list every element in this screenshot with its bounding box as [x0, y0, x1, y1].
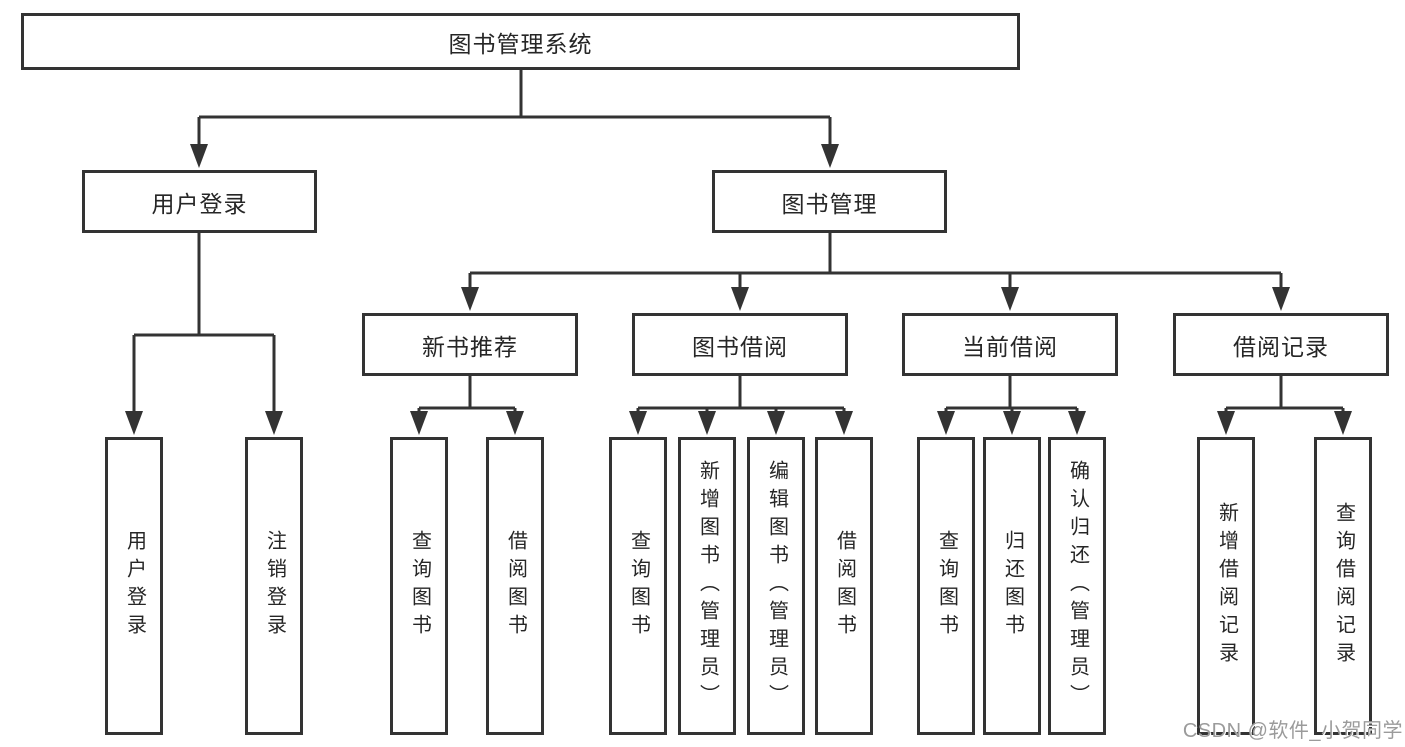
leaf-add-borrow-record: 新增借阅记录: [1197, 437, 1255, 735]
leaf-borrow-books: 借阅图书: [815, 437, 873, 735]
leaf-edit-books-admin: 编辑图书（管理员）: [747, 437, 805, 735]
leaf-logout: 注销登录: [245, 437, 303, 735]
leaf-label: 借阅图书: [833, 530, 856, 642]
leaf-return-books: 归还图书: [983, 437, 1041, 735]
node-label: 图书借阅: [692, 333, 788, 360]
leaf-label: 注销登录: [263, 530, 286, 642]
leaf-label: 借阅图书: [504, 530, 527, 642]
leaf-label: 编辑图书（管理员）: [765, 460, 788, 712]
node-user-login: 用户登录: [82, 170, 317, 233]
leaf-label: 确认归还（管理员）: [1066, 460, 1089, 712]
node-label: 用户登录: [151, 190, 248, 217]
leaf-confirm-return-admin: 确认归还（管理员）: [1048, 437, 1106, 735]
watermark: CSDN @软件_小贺同学: [1182, 720, 1403, 742]
leaf-add-books-admin: 新增图书（管理员）: [678, 437, 736, 735]
leaf-label: 查询图书: [408, 530, 431, 642]
node-book-borrowing: 图书借阅: [632, 313, 848, 376]
node-library-management-system: 图书管理系统: [21, 13, 1020, 70]
leaf-label: 新增借阅记录: [1215, 502, 1238, 670]
leaf-label: 新增图书（管理员）: [696, 460, 719, 712]
leaf-query-books: 查询图书: [390, 437, 448, 735]
node-label: 图书管理系统: [448, 30, 593, 57]
leaf-query-books: 查询图书: [609, 437, 667, 735]
leaf-user-login: 用户登录: [105, 437, 163, 735]
node-new-book-recommendation: 新书推荐: [362, 313, 578, 376]
node-label: 新书推荐: [422, 333, 518, 360]
leaf-label: 查询借阅记录: [1332, 502, 1355, 670]
node-label: 图书管理: [781, 190, 878, 217]
node-borrowing-records: 借阅记录: [1173, 313, 1389, 376]
leaf-query-books: 查询图书: [917, 437, 975, 735]
node-current-borrowing: 当前借阅: [902, 313, 1118, 376]
node-label: 借阅记录: [1233, 333, 1329, 360]
leaf-label: 用户登录: [123, 530, 146, 642]
leaf-label: 查询图书: [627, 530, 650, 642]
leaf-query-borrow-record: 查询借阅记录: [1314, 437, 1372, 735]
leaf-label: 归还图书: [1001, 530, 1024, 642]
node-book-management: 图书管理: [712, 170, 947, 233]
leaf-borrow-books: 借阅图书: [486, 437, 544, 735]
node-label: 当前借阅: [962, 333, 1058, 360]
arrowheads: [125, 144, 1352, 435]
leaf-label: 查询图书: [935, 530, 958, 642]
